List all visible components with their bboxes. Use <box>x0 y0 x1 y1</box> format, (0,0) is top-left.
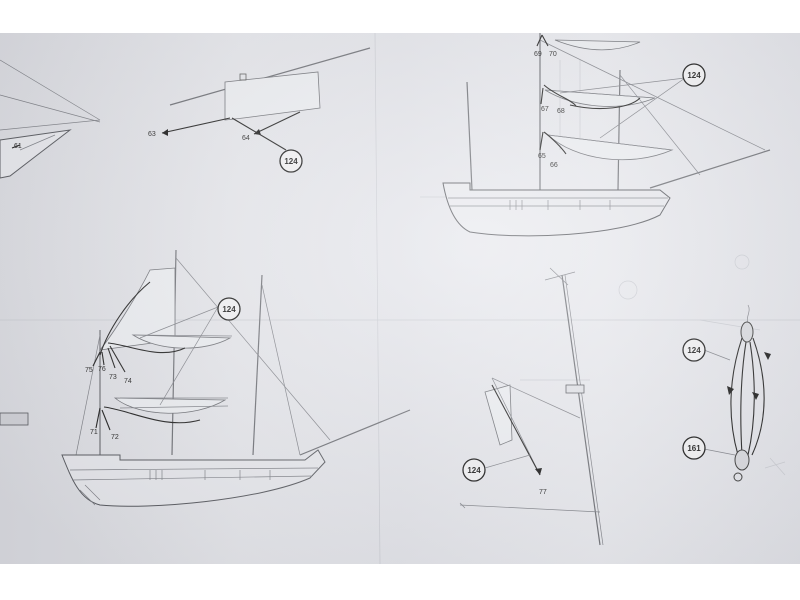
label-66: 66 <box>550 162 558 169</box>
callout-124-d: 124 <box>462 458 486 482</box>
label-64: 64 <box>242 135 250 142</box>
label-65: 65 <box>538 153 546 160</box>
label-76: 76 <box>98 366 106 373</box>
label-69: 69 <box>534 51 542 58</box>
rigging-diagram: 61 63 64 124 <box>0 33 800 564</box>
svg-text:124: 124 <box>687 71 701 80</box>
svg-text:124: 124 <box>222 305 236 314</box>
label-70: 70 <box>549 51 557 58</box>
label-68: 68 <box>557 108 565 115</box>
instruction-sheet: 61 63 64 124 <box>0 33 800 564</box>
label-61: 61 <box>14 143 22 150</box>
label-77: 77 <box>539 489 547 496</box>
gun-ports-bottom-left <box>149 470 271 480</box>
callout-124-c: 124 <box>217 297 241 321</box>
label-71: 71 <box>90 429 98 436</box>
label-73: 73 <box>109 374 117 381</box>
mast-detail-bottom-center: 77 124 <box>459 267 604 546</box>
label-75: 75 <box>85 367 93 374</box>
svg-text:161: 161 <box>687 444 701 453</box>
partial-ship-top-left: 61 <box>0 59 101 179</box>
gun-ports-top-right <box>509 200 611 210</box>
svg-text:124: 124 <box>687 346 701 355</box>
svg-text:124: 124 <box>467 466 481 475</box>
tackle-detail-bottom-right: 124 161 <box>682 304 786 482</box>
callout-161: 161 <box>682 436 706 460</box>
svg-text:124: 124 <box>284 157 298 166</box>
yard-sail-top-center: 63 64 124 <box>148 47 371 173</box>
ship-top-right: 69 70 67 68 65 66 124 <box>442 33 771 237</box>
label-67: 67 <box>541 106 549 113</box>
label-63: 63 <box>148 131 156 138</box>
callout-124-a: 124 <box>279 149 303 173</box>
callout-124-b: 124 <box>682 63 706 87</box>
ship-bottom-left: 75 76 73 74 71 72 124 <box>0 249 411 507</box>
callout-124-e: 124 <box>682 338 706 362</box>
label-74: 74 <box>124 378 132 385</box>
label-72: 72 <box>111 434 119 441</box>
